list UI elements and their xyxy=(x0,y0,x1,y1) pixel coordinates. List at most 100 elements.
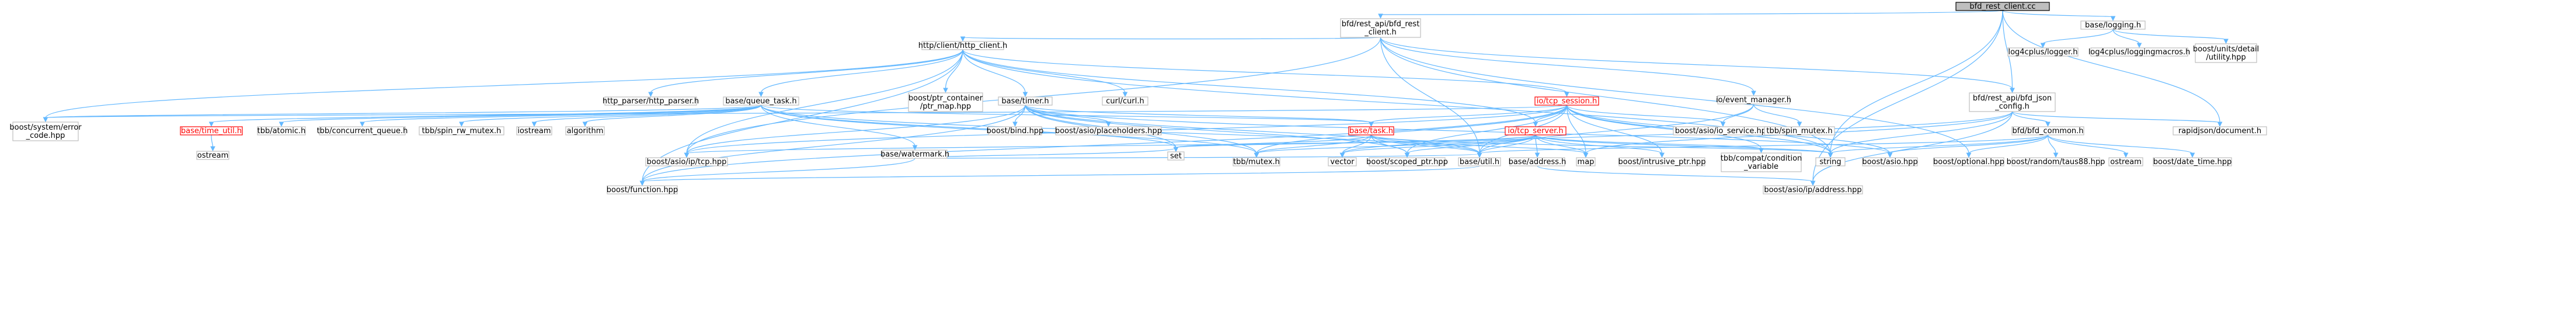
edge-tcpsession-to-ioservice xyxy=(1566,105,1726,127)
node-label: rapidjson/document.h xyxy=(2178,127,2261,136)
node-box xyxy=(2090,47,2188,57)
node-function[interactable]: boost/function.hpp xyxy=(607,185,678,194)
node-timeutil[interactable]: base/time_util.h xyxy=(180,126,243,136)
node-root: bfd_rest_client.cc xyxy=(1955,2,2050,11)
node-log4logger[interactable]: log4cplus/logger.h xyxy=(2007,47,2079,57)
node-set[interactable]: set xyxy=(1167,151,1185,161)
node-algorithm[interactable]: algorithm xyxy=(565,126,605,136)
node-util[interactable]: base/util.h xyxy=(1458,157,1501,166)
node-scopedptr[interactable]: boost/scoped_ptr.hpp xyxy=(1366,157,1448,166)
edge-queuetask-to-iostream xyxy=(531,105,762,127)
edge-tcpserver-to-address xyxy=(1534,134,1540,158)
node-tbbatomic[interactable]: tbb/atomic.h xyxy=(257,126,306,136)
node-httpclient[interactable]: http/client/http_client.h xyxy=(918,41,1007,50)
node-iostream[interactable]: iostream xyxy=(516,126,552,136)
node-box xyxy=(908,92,983,112)
node-timer[interactable]: base/timer.h xyxy=(998,96,1053,106)
node-bfdjson[interactable]: bfd/rest_api/bfd_json_config.h xyxy=(1969,92,2056,112)
node-ostream2[interactable]: ostream xyxy=(2108,157,2143,166)
node-label: string xyxy=(1819,158,1841,166)
node-box xyxy=(1862,157,1918,166)
node-label: boost/intrusive_ptr.hpp xyxy=(1618,158,1706,166)
node-label: tbb/spin_rw_mutex.h xyxy=(422,127,502,136)
edge-tcpserver-to-tbbmutex xyxy=(1254,134,1536,158)
node-box xyxy=(2108,157,2143,166)
node-box xyxy=(1458,157,1501,166)
edge-httpclient-to-timer xyxy=(962,49,1028,98)
node-box xyxy=(1764,126,1835,136)
node-box xyxy=(921,41,1004,50)
node-tcpserver[interactable]: io/tcp_server.h xyxy=(1505,126,1567,136)
node-restapi[interactable]: bfd/rest_api/bfd_rest_client.h xyxy=(1340,18,1421,38)
node-intrusive[interactable]: boost/intrusive_ptr.hpp xyxy=(1618,157,1706,166)
node-tbbcondvar[interactable]: tbb/compat/condition_variable xyxy=(1721,152,1802,172)
node-ioservice[interactable]: boost/asio/io_service.hpp xyxy=(1673,126,1773,136)
edge-restapi-to-bfdjson xyxy=(1380,37,2015,93)
node-syserror[interactable]: boost/system/error_code.hpp xyxy=(9,121,82,141)
node-rapidjson[interactable]: rapidjson/document.h xyxy=(2173,126,2267,136)
node-task[interactable]: base/task.h xyxy=(1348,126,1394,136)
node-tbbmutex[interactable]: tbb/mutex.h xyxy=(1233,157,1280,166)
node-watermark[interactable]: base/watermark.h xyxy=(880,150,949,159)
edge-tcpserver-to-scopedptr xyxy=(1404,134,1536,158)
node-label: iostream xyxy=(517,127,551,136)
node-label: bfd/rest_api/bfd_rest xyxy=(1342,20,1420,29)
edge-eventmgr-to-tbbspinmutex xyxy=(1753,103,1802,127)
node-asiohpp[interactable]: boost/asio.hpp xyxy=(1862,157,1918,166)
node-eventmgr[interactable]: io/event_manager.h xyxy=(1716,95,1791,105)
node-box xyxy=(196,151,229,160)
node-box xyxy=(1369,157,1446,166)
edge-timer-to-function xyxy=(639,105,1026,186)
edge-bfdjson-to-rapidjson xyxy=(2011,111,2223,127)
node-vector[interactable]: vector xyxy=(1328,157,1357,166)
node-tbbconcq[interactable]: tbb/concurrent_queue.h xyxy=(317,126,408,136)
node-boostunits[interactable]: boost/units/detail/utility.hpp xyxy=(2193,43,2259,63)
node-box xyxy=(2011,157,2100,166)
node-boostbind[interactable]: boost/bind.hpp xyxy=(987,126,1044,136)
node-label: base/queue_task.h xyxy=(725,97,796,106)
node-box xyxy=(607,185,678,194)
node-box xyxy=(998,96,1053,106)
node-box xyxy=(1328,157,1357,166)
node-map[interactable]: map xyxy=(1576,157,1596,166)
node-httpparser[interactable]: http_parser/http_parser.h xyxy=(603,96,699,106)
node-label: algorithm xyxy=(567,127,604,136)
node-ptrcontainer[interactable]: boost/ptr_container/ptr_map.hpp xyxy=(908,92,983,112)
node-label: bfd_rest_client.cc xyxy=(1969,2,2035,11)
node-tcpsession[interactable]: io/tcp_session.h xyxy=(1534,96,1599,106)
node-log4macros[interactable]: log4cplus/loggingmacros.h xyxy=(2088,47,2191,57)
node-address[interactable]: base/address.h xyxy=(1509,157,1567,166)
node-box xyxy=(2195,43,2257,63)
node-bfdcommon[interactable]: bfd/bfd_common.h xyxy=(2011,126,2084,136)
edge-bfdcommon-to-asiohpp xyxy=(1887,134,2049,158)
node-placeholders[interactable]: boost/asio/placeholders.hpp xyxy=(1055,126,1162,136)
node-logging[interactable]: base/logging.h xyxy=(2080,20,2146,30)
node-tbbspinmutex[interactable]: tbb/spin_mutex.h xyxy=(1764,126,1835,136)
node-curl[interactable]: curl/curl.h xyxy=(1102,96,1148,106)
node-box xyxy=(565,126,605,136)
edge-queuetask-to-tbbconcq xyxy=(360,105,762,127)
node-label: _code.hpp xyxy=(26,131,65,140)
node-label: base/logging.h xyxy=(2085,21,2141,30)
node-label: base/address.h xyxy=(1509,158,1567,166)
node-ostream[interactable]: ostream xyxy=(196,151,229,160)
node-string[interactable]: string xyxy=(1815,157,1846,166)
edge-httpclient-to-queuetask xyxy=(758,49,963,98)
node-asiotcp[interactable]: boost/asio/ip/tcp.hpp xyxy=(645,157,728,166)
node-box xyxy=(2153,157,2232,166)
edge-tcpsession-to-syserror xyxy=(43,105,1568,123)
node-taus88[interactable]: boost/random/taus88.hpp xyxy=(2007,157,2105,166)
node-tbbspinrw[interactable]: tbb/spin_rw_mutex.h xyxy=(419,126,504,136)
node-box xyxy=(1933,157,2004,166)
node-optional[interactable]: boost/optional.hpp xyxy=(1933,157,2004,166)
node-ipaddress[interactable]: boost/asio/ip/address.hpp xyxy=(1763,185,1863,194)
node-queuetask[interactable]: base/queue_task.h xyxy=(723,96,799,106)
node-box xyxy=(1233,157,1280,166)
edge-util-to-function xyxy=(639,165,1480,186)
node-datetime[interactable]: boost/date_time.hpp xyxy=(2153,157,2232,166)
node-label: boost/random/taus88.hpp xyxy=(2007,158,2105,166)
node-box xyxy=(257,126,306,136)
edge-tcpserver-to-vector xyxy=(1339,134,1536,158)
edge-queuetask-to-tbbspinrw xyxy=(459,105,762,127)
